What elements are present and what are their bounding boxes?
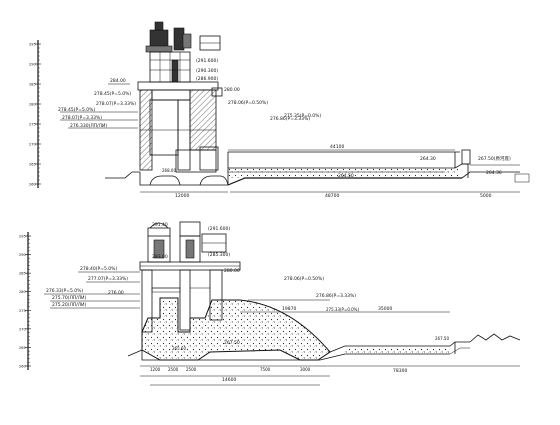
top-section: 295 290 285 280 275 270 265 260 [29,21,530,199]
bottom-scale-tick-label: 285 [19,272,26,276]
top-elev-mid-2: 276.86(P=3.33%) [270,116,310,122]
bottom-dim-seg-3: 2500 [186,367,197,372]
bottom-scale-tick-label: 295 [19,235,26,239]
top-scale-tick-label: 265 [29,163,36,167]
top-scale-tick-label: 260 [29,183,36,187]
top-elev-stilling-basin: 264.50 [338,173,354,179]
bottom-elev-right-deck: 280.00 [224,268,240,274]
top-scale-tick-label: 275 [29,123,36,127]
bottom-dim-total: 78300 [393,368,407,374]
bottom-dim-basin: 35000 [378,306,392,312]
bottom-scale-bar: 295 290 285 280 275 270 265 260 [19,232,31,370]
top-dim-total-length: 48700 [325,193,339,199]
bottom-elev-left-6: 276.00 [108,290,124,296]
top-elev-gate-low: (286.900) [196,76,218,82]
top-elev-gate-top: (291.600) [196,58,218,64]
bottom-elev-deck: 283.00 [152,254,168,260]
bottom-elev-right-floor: 267.50 [435,336,449,341]
bottom-elev-left-2: 277.07(P=3.33%) [88,276,128,282]
top-elev-deck: 280.00 [224,87,240,93]
bottom-elev-gate-low: (285.300) [208,252,230,258]
bottom-section: 295 290 285 280 275 270 265 260 [19,221,521,386]
bottom-dim-left: 14600 [222,377,236,383]
top-elev-tailwater: 264.30 [420,156,436,162]
top-dimensions: 44100 48700 5000 12000 [140,144,530,199]
top-elev-mid-1: 278.06(P=0.50%) [228,100,268,106]
top-scale-bar: 295 290 285 280 275 270 265 260 [29,40,41,188]
top-dim-small-span: 5000 [480,193,492,199]
top-elev-left-4: 278.07(P=3.33%) [62,115,102,121]
top-dim-basin-length: 44100 [330,144,344,150]
bottom-elev-mid-3: 275.33(P=0.0%) [326,307,359,312]
bottom-scale-tick-label: 280 [19,290,26,294]
top-scale-tick-label: 280 [29,103,36,107]
bottom-scale-tick-label: 260 [19,365,26,369]
bottom-elev-mid-2: 276.86(P=3.33%) [316,293,356,299]
bottom-scale-tick-label: 270 [19,327,26,331]
top-scale-tick-label: 290 [29,63,36,67]
top-gate-hoist [145,21,221,83]
top-scale-tick-label: 270 [29,143,36,147]
bottom-dim-seg-2: 2500 [168,367,179,372]
top-elevations: 284.00 278.45(P=5.0%) 278.07(P=3.33%) 27… [58,58,511,179]
top-elev-crest: 284.00 [110,78,126,84]
bottom-elev-left-4: 275.70(ЛП/ЛИ) [52,295,87,301]
top-elev-right-mark: 264.36 [486,170,502,176]
bottom-elev-left-5: 275.20(ЛП/ЛИ) [52,302,87,308]
bottom-elev-bottom: 267.50 [224,340,240,346]
bottom-elev-left-1: 278.40(P=5.0%) [80,266,117,272]
top-elev-floor: 268.00 [162,168,176,173]
top-elev-mid-3: 275.35(P=0.0%) [284,113,321,119]
bottom-dim-seg-4: 7500 [260,367,271,372]
bottom-dim-seg-1: 1200 [150,367,161,372]
top-elev-left-3: 278.45(P=5.0%) [58,107,95,113]
bottom-elev-floor: 265.60 [172,346,186,351]
bottom-gate-towers [139,221,241,271]
bottom-elev-mid-1: 278.06(P=0.50%) [284,276,324,282]
bottom-glacis [127,297,521,361]
top-dim-apron: 12000 [175,193,189,199]
top-elev-outlet: 267.50(原河底) [478,155,511,162]
top-pier-structure [137,81,223,173]
bottom-scale-tick-label: 265 [19,346,26,350]
bottom-scale-tick-label: 290 [19,253,26,257]
bottom-dim-seg-5: 3000 [300,367,311,372]
bottom-elevations: 291.40 (291.600) (285.300) 283.00 280.00… [44,222,449,351]
top-elev-gate-mid: (290.300) [196,68,218,74]
bottom-dimensions: 19870 35000 78300 14600 1200 2500 2500 7… [140,306,520,386]
bottom-scale-tick-label: 275 [19,309,26,313]
top-elev-left-2: 278.07(P=3.33%) [96,101,136,107]
top-basin [139,149,520,186]
top-elev-left-1: 278.45(P=5.0%) [94,91,131,97]
top-elev-left-5: 276.330(ЛП/ЛИ) [70,123,107,129]
top-scale-tick-label: 295 [29,43,36,47]
bottom-dim-slope-length: 19870 [282,306,296,312]
bottom-elev-top: 291.40 [152,222,168,228]
bottom-elev-gate-top: (291.600) [208,226,230,232]
top-scale-tick-label: 285 [29,83,36,87]
top-ground-left [105,171,140,179]
bottom-elev-left-3: 276.33(P=5.0%) [46,288,83,294]
